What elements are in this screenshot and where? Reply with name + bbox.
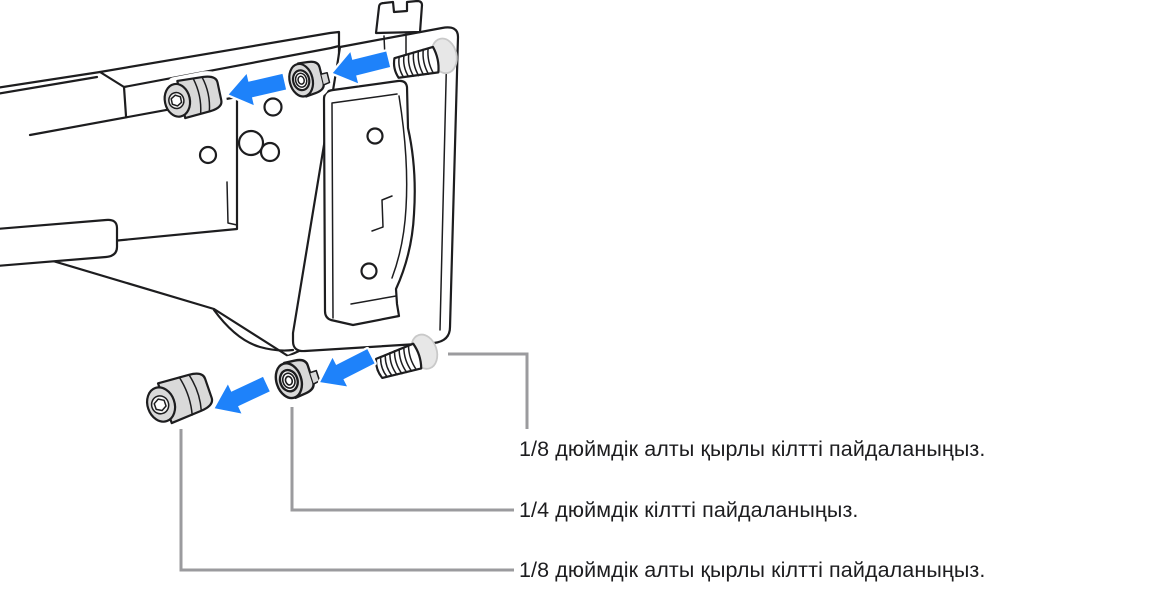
arrow-left-icon: [212, 374, 273, 416]
rail-hole: [198, 145, 218, 165]
callout-line-bottom: [179, 429, 514, 572]
bracket-tab: [374, 0, 424, 35]
mounting-bracket-drawing: [291, 0, 460, 353]
rail-hole: [263, 97, 283, 117]
rack-rail-drawing: [0, 30, 341, 358]
callout-line-middle: [290, 407, 514, 512]
bracket-latch-drawing: [322, 79, 416, 327]
barrel-nut-bottom: [274, 354, 321, 405]
rail-hole: [237, 129, 265, 157]
hex-socket-screw-bottom: [146, 368, 218, 429]
callout-label-middle: 1/4 дюймдік кілтті пайдаланыңыз.: [519, 498, 859, 522]
latch-hole: [366, 127, 384, 145]
arrow-left-icon: [226, 71, 289, 108]
latch-hole: [360, 262, 378, 280]
arrow-left-icon: [317, 346, 377, 389]
threaded-stud-bottom: [374, 333, 439, 380]
callout-line-top: [448, 352, 529, 429]
hex-socket-screw-top: [163, 71, 227, 124]
rail-hole: [259, 141, 281, 163]
barrel-nut-top: [288, 56, 331, 103]
callout-label-bottom: 1/8 дюймдік алты қырлы кілтті пайдаланың…: [519, 558, 986, 582]
rail-inner-slide: [0, 218, 119, 267]
callout-label-top: 1/8 дюймдік алты қырлы кілтті пайдаланың…: [519, 437, 986, 461]
arrow-left-icon: [330, 49, 393, 86]
threaded-stud-top: [392, 37, 458, 79]
